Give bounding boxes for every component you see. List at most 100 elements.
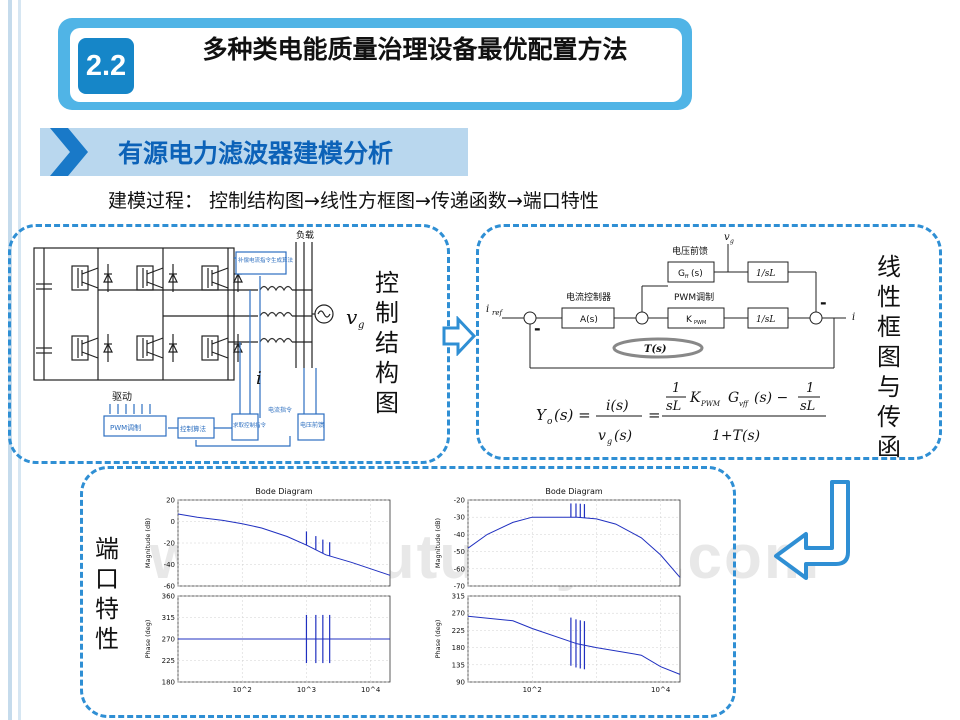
y-tick-label: 225 (162, 657, 175, 665)
current-i-label: i (256, 368, 262, 389)
kpwm-sub: PWM (694, 320, 706, 326)
vertical-label-char: 特 (95, 595, 119, 623)
formula-denominator: 1+T(s) (712, 428, 760, 444)
inverter-frame (33, 247, 235, 381)
frac1-numerator: i(s) (606, 398, 629, 414)
formula-equals: = (648, 406, 661, 424)
num-g-arg: (s) − (754, 390, 788, 406)
num-one-1: 1 (672, 381, 680, 396)
as-block: A(s) (580, 315, 598, 325)
control-structure-label: 控制结构图 (372, 268, 402, 418)
y-tick-label: 135 (452, 661, 465, 669)
num-sl-1: sL (666, 399, 681, 414)
y-tick-label: -60 (164, 583, 175, 591)
num-sl-2: sL (800, 399, 815, 414)
bode-series-line (467, 615, 681, 675)
y-tick-label: 270 (452, 610, 465, 618)
y-axis-label: Phase (deg) (434, 620, 442, 659)
gff-block: G (678, 269, 685, 279)
vertical-label-char: 图 (375, 389, 399, 417)
vg-label: v (346, 305, 358, 329)
y-axis-label: Phase (deg) (144, 620, 152, 659)
current-cmd-label: 电流指令 (268, 406, 292, 414)
voltage-ff-block-label: 电压前馈 (672, 245, 708, 257)
vertical-label-char: 构 (375, 359, 399, 387)
y-tick-label: -20 (164, 540, 175, 548)
inv-sl-bottom: 1/sL (756, 315, 775, 325)
loop-gain-ellipse (612, 337, 704, 359)
y-tick-label: 180 (162, 679, 175, 687)
gff-arg: (s) (691, 269, 703, 279)
arrow-down-left-icon (774, 480, 850, 580)
vertical-label-char: 控 (375, 269, 399, 297)
section-heading: 有源电力滤波器建模分析 (118, 139, 394, 168)
vertical-label-char: 与 (877, 373, 901, 401)
y-tick-label: -30 (454, 514, 465, 522)
process-line: 建模过程： 控制结构图→线性方框图→传递函数→端口特性 (108, 190, 599, 212)
y-tick-label: 20 (166, 497, 175, 505)
bode-axes (467, 499, 681, 587)
page-title: 多种类电能质量治理设备最优配置方法 (202, 35, 628, 64)
loop-gain-label: T(s) (644, 344, 667, 355)
igbt-switch (136, 334, 178, 362)
vg-sub: g (358, 320, 364, 331)
y-tick-label: -20 (454, 497, 465, 505)
inv-sl-top: 1/sL (756, 269, 775, 279)
frac1-den: v (598, 428, 606, 444)
voltage-ff-label: 电压前馈 (300, 421, 324, 429)
y-tick-label: -50 (454, 548, 465, 556)
vertical-label-char: 函 (877, 433, 901, 461)
iref-label: i (486, 304, 489, 315)
bode-series-line (177, 513, 391, 576)
x-tick-label: 10^2 (523, 686, 542, 694)
num-k: K (689, 390, 702, 406)
pwm-label: PWM调制 (674, 291, 714, 303)
num-k-sub: PWM (700, 400, 721, 408)
y-tick-label: 225 (452, 627, 465, 635)
x-tick-label: 10^2 (233, 686, 252, 694)
vertical-label-char: 结 (375, 329, 399, 357)
drive-label: 驱动 (112, 391, 132, 403)
num-one-2: 1 (806, 381, 814, 396)
transfer-function-formula: Y o (s) = i(s) v g (s) = 1 sL K PWM G vf… (536, 381, 826, 446)
y-tick-label: -40 (454, 531, 465, 539)
y-tick-label: -60 (454, 565, 465, 573)
iref-sub: ref (492, 309, 503, 317)
title-inner (70, 28, 682, 102)
y-tick-label: 90 (456, 679, 465, 687)
vertical-label-char: 口 (95, 565, 119, 593)
vg-block-sub: g (730, 238, 734, 245)
igbt-switch (136, 264, 178, 292)
chevron-right-icon (50, 128, 88, 176)
igbt-switch (71, 264, 113, 292)
vg-block-label: v (724, 232, 730, 243)
num-g-sub: vff (739, 400, 749, 408)
frac1-den-sub: g (607, 437, 612, 446)
minus-sign-output: - (820, 293, 827, 312)
gff-sub: ff (685, 274, 689, 280)
y-tick-label: 315 (452, 593, 465, 601)
vertical-label-char: 端 (95, 535, 119, 563)
y-tick-label: 270 (162, 636, 175, 644)
harmonic-cmd-label: 补偿电流指令生成算法 (238, 256, 294, 264)
vertical-label-char: 图 (877, 343, 901, 371)
minus-sign-feedback: - (534, 319, 541, 338)
y-axis-label: Magnitude (dB) (434, 518, 442, 568)
x-tick-label: 10^3 (297, 686, 316, 694)
formula-lhs-sub: o (547, 417, 553, 427)
y-tick-label: 0 (171, 518, 175, 526)
formula-lhs-arg: (s) = (554, 406, 591, 424)
vertical-label-char: 线 (877, 253, 901, 281)
current-controller-label: 电流控制器 (566, 291, 611, 303)
load-label: 负载 (296, 229, 314, 241)
linear-block-label: 线性框图与传函 (874, 252, 904, 462)
port-characteristic-label: 端口特性 (92, 534, 122, 654)
apf-circuit-diagram: 负载 驱动 PWM调制 控制算法 补偿电流指令生成算法 求取控制指令 电流指令 … (33, 229, 364, 447)
vertical-label-char: 框 (877, 313, 901, 341)
bode-series-line (467, 516, 681, 578)
igbt-switch (201, 334, 243, 362)
i-out-label: i (852, 312, 855, 323)
bode-title: Bode Diagram (255, 487, 312, 496)
